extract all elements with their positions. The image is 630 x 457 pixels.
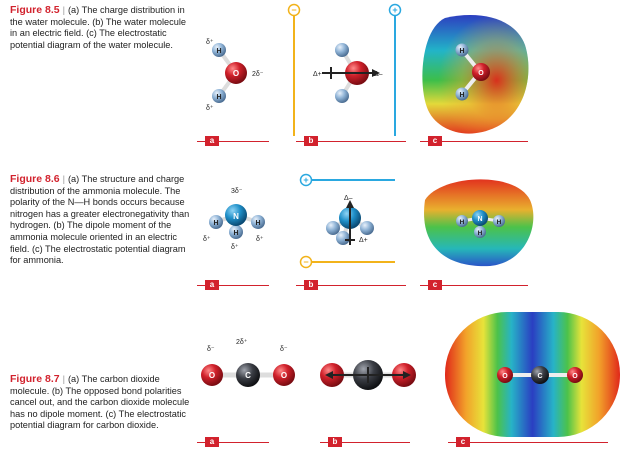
caption-text: (a) The structure and charge distributio…	[10, 174, 190, 266]
svg-text:+: +	[303, 175, 308, 185]
svg-text:δ⁻: δ⁻	[280, 346, 288, 353]
caption-figure-8-7: Figure 8.7|(a) The carbon dioxide molecu…	[10, 373, 190, 431]
caption-figure-8-6: Figure 8.6|(a) The structure and charge …	[10, 173, 190, 266]
svg-text:O: O	[572, 373, 578, 380]
svg-text:Δ–: Δ–	[344, 195, 353, 202]
svg-text:−: −	[291, 5, 296, 15]
svg-text:H: H	[213, 220, 218, 227]
co2-potential-map: O C O	[445, 312, 620, 437]
svg-text:H: H	[233, 230, 238, 237]
svg-text:H: H	[255, 220, 260, 227]
panel-tag-8-6-c: c	[420, 280, 528, 290]
svg-text:Δ+: Δ+	[313, 71, 322, 78]
svg-text:O: O	[478, 70, 484, 77]
svg-text:δ⁺: δ⁺	[203, 236, 211, 243]
panel-tag-8-5-c: c	[420, 136, 528, 146]
svg-text:2δ⁺: 2δ⁺	[236, 339, 248, 346]
caption-text: (a) The carbon dioxide molecule. (b) The…	[10, 374, 190, 431]
figure-label: Figure 8.7	[10, 373, 60, 385]
water-potential-map: H H O	[422, 15, 529, 134]
water-molecule-charges: H H O δ⁺ δ⁺ 2δ⁻	[206, 39, 264, 112]
svg-text:δ⁺: δ⁺	[206, 105, 214, 112]
caption-figure-8-5: Figure 8.5|(a) The charge distribution i…	[10, 4, 187, 50]
svg-text:O: O	[502, 373, 508, 380]
svg-text:−: −	[303, 257, 308, 267]
water-in-field: − + Δ+ Δ–	[287, 3, 402, 136]
hydrogen-atom	[212, 43, 226, 57]
svg-text:δ⁺: δ⁺	[206, 39, 214, 46]
svg-text:H: H	[478, 230, 483, 237]
svg-text:N: N	[233, 212, 239, 221]
svg-text:O: O	[209, 371, 215, 380]
caption-text: (a) The charge distribution in the water…	[10, 5, 187, 50]
svg-text:H: H	[459, 48, 464, 55]
svg-text:H: H	[460, 219, 465, 226]
ammonia-potential-map: N H H H	[424, 179, 534, 267]
svg-text:δ⁺: δ⁺	[231, 244, 239, 251]
svg-text:+: +	[392, 5, 397, 15]
svg-text:O: O	[233, 69, 239, 78]
oxygen-atom	[225, 62, 247, 84]
svg-text:δ⁺: δ⁺	[256, 236, 264, 243]
svg-text:C: C	[245, 371, 251, 380]
panel-tag-8-7-c: c	[448, 437, 608, 447]
svg-text:N: N	[477, 216, 482, 223]
panel-tag-8-5-a: a	[197, 136, 269, 146]
svg-text:H: H	[216, 48, 221, 55]
figure-label: Figure 8.5	[10, 4, 60, 16]
co2-opposed-dipoles	[320, 360, 416, 390]
svg-text:Δ+: Δ+	[359, 237, 368, 244]
panel-tag-8-6-a: a	[197, 280, 269, 290]
svg-text:H: H	[216, 94, 221, 101]
panel-tag-8-6-b: b	[296, 280, 406, 290]
figure-label: Figure 8.6	[10, 173, 60, 185]
panel-tag-8-7-a: a	[197, 437, 269, 447]
ammonia-molecule-charges: 3δ⁻ N H H H δ⁺ δ⁺ δ⁺	[203, 188, 265, 251]
svg-text:3δ⁻: 3δ⁻	[231, 188, 243, 195]
svg-text:O: O	[281, 371, 287, 380]
svg-text:H: H	[497, 219, 502, 226]
svg-text:δ⁻: δ⁻	[207, 346, 215, 353]
svg-text:H: H	[459, 92, 464, 99]
svg-text:2δ⁻: 2δ⁻	[252, 71, 264, 78]
svg-text:C: C	[537, 373, 542, 380]
ammonia-in-field: + − Δ– Δ+	[299, 173, 395, 269]
svg-text:Δ–: Δ–	[374, 71, 383, 78]
panel-tag-8-5-b: b	[296, 136, 406, 146]
co2-molecule-charges: δ⁻ 2δ⁺ δ⁻ O C O	[201, 339, 295, 387]
panel-tag-8-7-b: b	[320, 437, 410, 447]
hydrogen-atom	[212, 89, 226, 103]
